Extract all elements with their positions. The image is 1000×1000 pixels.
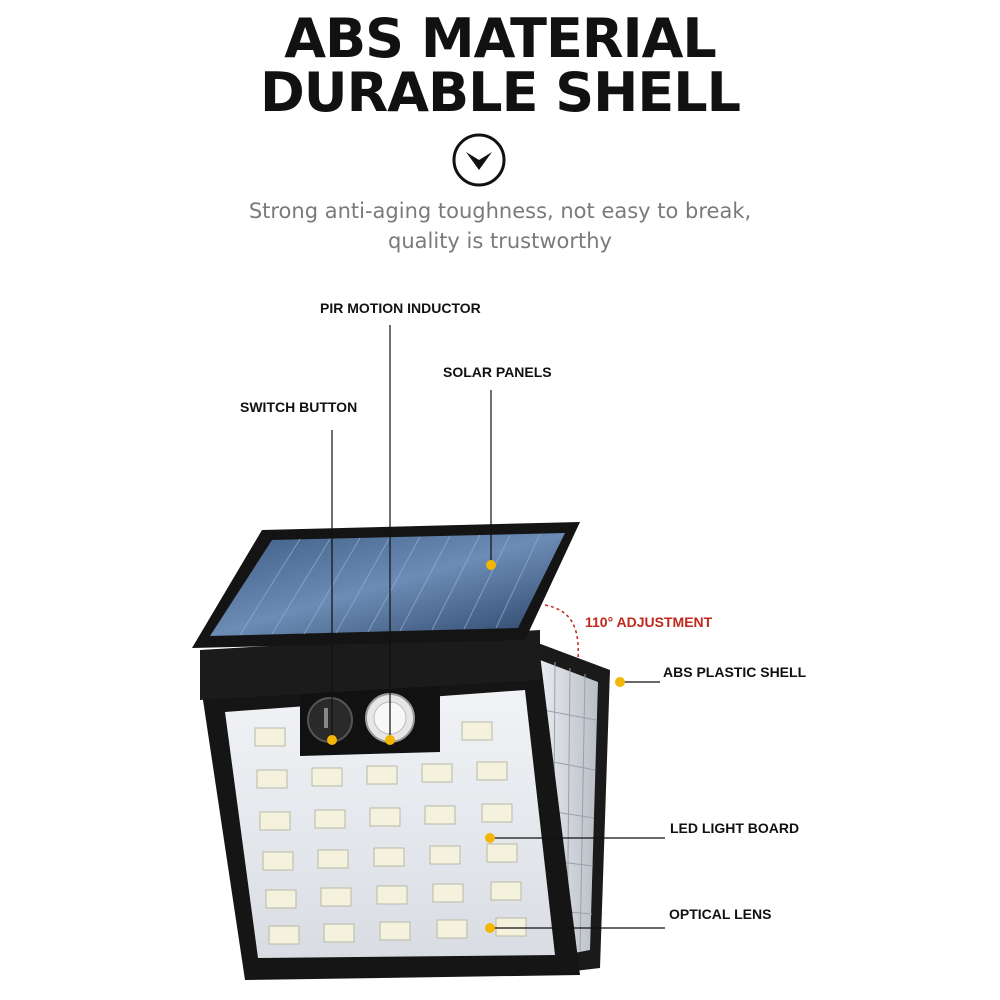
subtitle-line-1: Strong anti-aging toughness, not easy to…: [248, 199, 752, 223]
headline-line-2: DURABLE SHELL: [259, 61, 741, 124]
solar-panel: [192, 522, 580, 648]
label-abs-plastic-shell: ABS PLASTIC SHELL: [663, 664, 807, 680]
headline-line-1: ABS MATERIAL: [284, 7, 717, 70]
label-switch-button: SWITCH BUTTON: [240, 399, 358, 415]
chevron-down-circle-icon: [452, 133, 506, 187]
label-pir-motion-inductor: PIR MOTION INDUCTOR: [320, 300, 481, 316]
label-solar-panels: SOLAR PANELS: [443, 364, 552, 380]
label-110-adjustment: 110° ADJUSTMENT: [585, 614, 713, 630]
subtitle-line-2: quality is trustworthy: [388, 229, 612, 253]
sensor-bar: [300, 682, 440, 756]
label-optical-lens: OPTICAL LENS: [669, 906, 772, 922]
led-grid: [254, 721, 527, 945]
label-led-light-board: LED LIGHT BOARD: [670, 820, 800, 836]
